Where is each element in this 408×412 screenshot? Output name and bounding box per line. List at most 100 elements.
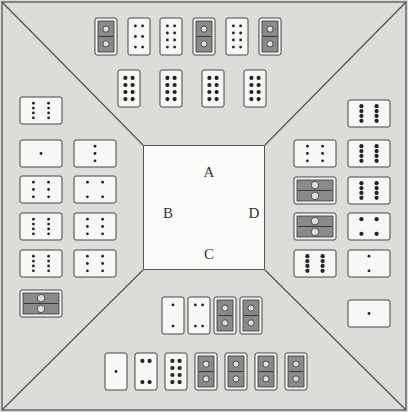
card-pip: [131, 83, 135, 87]
card-pip: [321, 264, 325, 268]
card-pip: [47, 107, 50, 110]
card-pip: [257, 90, 261, 94]
card-pip: [359, 181, 363, 185]
card-outline: [20, 290, 62, 317]
card-pip: [32, 269, 35, 272]
playing-card: [240, 297, 262, 334]
card-pip: [249, 90, 253, 94]
playing-card: [255, 353, 277, 390]
playing-card: [225, 353, 247, 390]
card-pip: [305, 264, 309, 268]
card-pip: [165, 90, 169, 94]
card-pip: [123, 90, 127, 94]
face-figure: [244, 315, 258, 316]
playing-card: [202, 70, 224, 107]
card-outline: [348, 100, 390, 127]
card-pip: [173, 25, 176, 28]
card-outline: [160, 18, 182, 55]
card-pip: [239, 25, 242, 28]
card-pip: [32, 223, 35, 226]
card-pip: [141, 25, 144, 28]
player-letter: C: [204, 247, 214, 262]
card-pip: [32, 265, 35, 268]
card-pip: [194, 304, 197, 307]
face-figure: [289, 371, 303, 372]
card-pip: [375, 149, 379, 153]
card-outline: [226, 18, 248, 55]
face-figure: [263, 361, 269, 367]
card-pip: [359, 196, 363, 200]
playing-card: [20, 176, 62, 203]
playing-card: [74, 250, 116, 277]
card-pip: [166, 39, 169, 42]
card-pip: [86, 195, 89, 198]
card-pip: [141, 35, 144, 38]
card-pip: [172, 304, 175, 307]
face-figure: [248, 320, 254, 326]
card-pip: [359, 191, 363, 195]
card-pip: [178, 380, 182, 384]
card-pip: [47, 181, 50, 184]
center-square: ABDC: [143, 145, 265, 270]
card-outline: [128, 18, 150, 55]
card-pip: [173, 83, 177, 87]
card-pip: [178, 373, 182, 377]
card-pip: [47, 218, 50, 221]
card-pip: [232, 39, 235, 42]
card-outline: [74, 176, 116, 203]
face-figure: [263, 376, 269, 382]
player-letter: D: [249, 206, 260, 221]
card-pip: [101, 232, 104, 235]
card-pip: [375, 159, 379, 163]
card-outline: [74, 213, 116, 240]
card-pip: [359, 232, 363, 236]
card-pip: [375, 119, 379, 123]
card-pip: [86, 269, 89, 272]
card-pip: [173, 32, 176, 35]
card-pip: [47, 260, 50, 263]
card-outline: [348, 177, 390, 204]
card-pip: [140, 359, 144, 363]
card-pip: [215, 97, 219, 101]
card-pip: [166, 46, 169, 49]
card-pip: [165, 97, 169, 101]
face-figure: [267, 26, 273, 32]
card-outline: [74, 140, 116, 167]
playing-card: [20, 250, 62, 277]
card-pip: [257, 83, 261, 87]
card-pip: [86, 262, 89, 265]
card-pip: [101, 262, 104, 265]
card-pip: [375, 181, 379, 185]
card-pip: [32, 260, 35, 263]
player-letter: A: [204, 165, 215, 180]
card-outline: [259, 18, 281, 55]
playing-card: [214, 297, 236, 334]
card-pip: [101, 225, 104, 228]
card-pip: [40, 152, 43, 155]
face-figure: [297, 216, 333, 237]
face-figure: [222, 305, 228, 311]
card-pip: [215, 83, 219, 87]
card-outline: [195, 353, 217, 390]
face-figure: [37, 294, 45, 302]
card-pip: [173, 39, 176, 42]
card-pip: [47, 112, 50, 115]
face-figure: [203, 376, 209, 382]
card-pip: [32, 188, 35, 191]
card-pip: [359, 119, 363, 123]
playing-card: [348, 177, 390, 204]
card-pip: [375, 109, 379, 113]
card-outline: [193, 18, 215, 55]
diagonal-line: [2, 270, 143, 410]
card-pip: [359, 104, 363, 108]
card-pip: [165, 83, 169, 87]
face-figure: [99, 36, 113, 37]
face-figure: [218, 315, 232, 316]
card-pip: [321, 259, 325, 263]
card-pip: [368, 255, 371, 258]
face-figure: [233, 376, 239, 382]
card-pip: [232, 32, 235, 35]
card-pip: [32, 116, 35, 119]
card-outline: [135, 353, 157, 390]
card-pip: [47, 232, 50, 235]
